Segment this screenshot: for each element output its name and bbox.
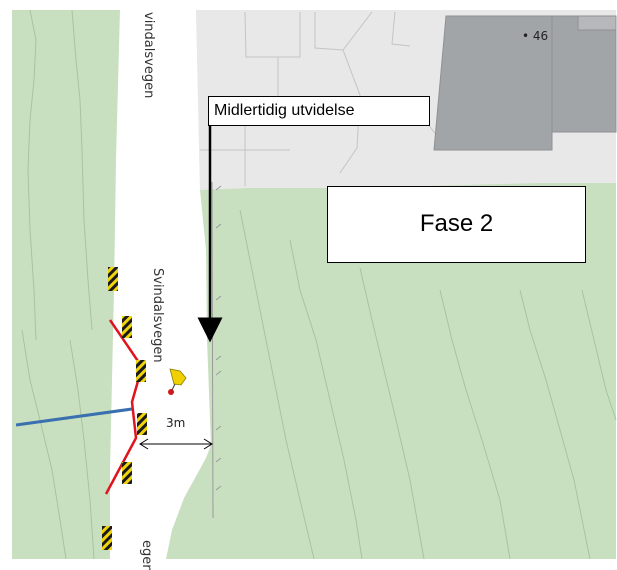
roadblock-icon (137, 413, 147, 435)
roadblock-icon (136, 360, 146, 382)
roadblock-icon (122, 462, 132, 484)
worker-icon (168, 368, 187, 395)
arrow-icon (139, 438, 149, 450)
roadblock-icon (102, 526, 112, 550)
phase-label: Fase 2 (327, 186, 586, 263)
roadblock-icon (108, 267, 118, 291)
street-label-middle: Svindalsvegen (150, 268, 165, 363)
roadblock-icon (122, 316, 132, 338)
contour-lines (21, 9, 617, 560)
arrow-icon (203, 438, 213, 450)
construction-barrier (104, 319, 144, 495)
building-small (577, 15, 617, 31)
street-label-top: vindalsvegen (141, 12, 156, 98)
roadblocks (102, 267, 147, 550)
address-number: • 46 (522, 29, 548, 43)
street-label-bottom: egen (139, 540, 154, 570)
temporary-widening-label: Midlertidig utvidelse (208, 96, 430, 126)
widening-ticks (211, 181, 222, 519)
pipe-line (15, 407, 133, 427)
measurement-label: 3m (166, 416, 185, 430)
